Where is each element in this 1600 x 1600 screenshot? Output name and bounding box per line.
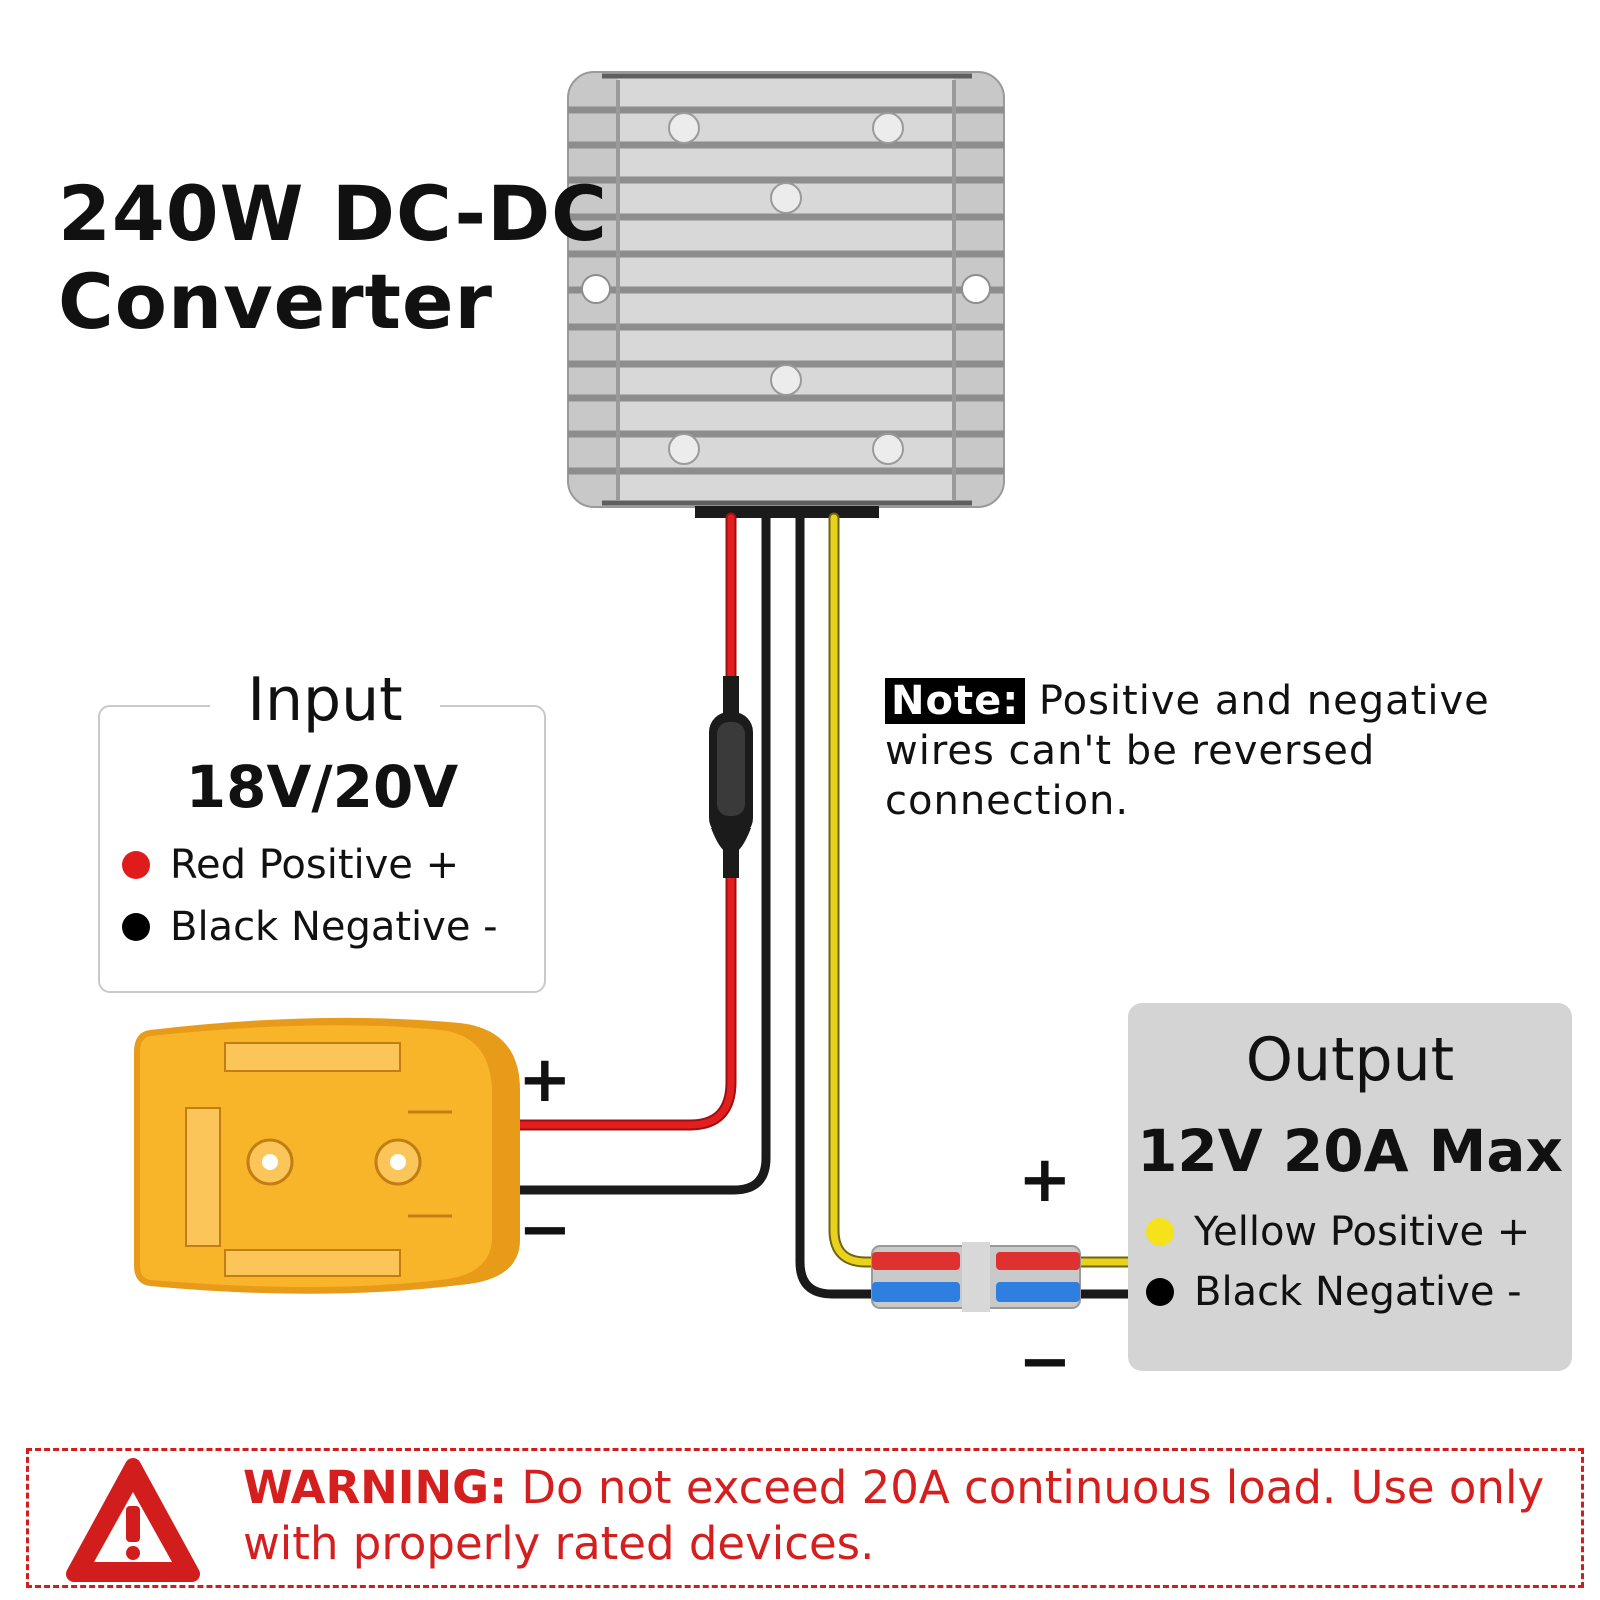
polarity-note: Note: Positive and negative wires can't … [885, 676, 1575, 826]
note-text: Positive and negative wires can't be rev… [885, 678, 1490, 824]
black-dot-icon [1146, 1278, 1174, 1306]
input-voltage: 18V/20V [185, 753, 459, 821]
adapter-minus-sign: − [518, 1193, 572, 1267]
product-title-line-1: 240W DC-DC [58, 169, 608, 258]
warning-label: WARNING: [243, 1461, 508, 1514]
output-plus-sign: + [1018, 1143, 1072, 1217]
output-negative-wire [795, 513, 1135, 1299]
screw-heads [668, 112, 904, 465]
output-positive-wire [828, 512, 1136, 1268]
input-legend-positive: Red Positive + [122, 840, 459, 890]
warning-triangle-icon [66, 1458, 200, 1582]
output-legend-negative: Black Negative - [1146, 1267, 1522, 1317]
output-legend-negative-label: Black Negative - [1194, 1269, 1522, 1315]
warning-banner [26, 1448, 1584, 1588]
output-spec-panel [1128, 1003, 1572, 1371]
dc-dc-converter [567, 71, 1005, 518]
input-legend-negative-label: Black Negative - [170, 904, 498, 950]
adapter-plus-sign: + [518, 1043, 572, 1117]
note-label: Note: [885, 678, 1026, 724]
input-legend-positive-label: Red Positive + [170, 842, 460, 888]
output-spec: 12V 20A Max [1137, 1117, 1563, 1185]
input-title: Input [210, 664, 440, 736]
warning-message: WARNING: Do not exceed 20A continuous lo… [243, 1460, 1563, 1572]
output-minus-sign: − [1018, 1325, 1072, 1399]
lever-wire-connector [871, 1242, 1081, 1312]
battery-adapter [134, 1017, 520, 1294]
input-negative-wire [503, 513, 771, 1195]
black-dot-icon [122, 913, 150, 941]
mount-hole-right [961, 274, 991, 304]
output-title: Output [1245, 1025, 1455, 1095]
wire-exit-block [695, 506, 879, 518]
product-title-line-2: Converter [58, 257, 494, 346]
wires [502, 512, 1136, 1299]
output-legend-positive-label: Yellow Positive + [1194, 1209, 1531, 1255]
red-dot-icon [122, 851, 150, 879]
inline-fuse-holder [709, 676, 753, 878]
warning-text: Do not exceed 20A continuous load. Use o… [243, 1461, 1545, 1570]
mount-hole-left [581, 274, 611, 304]
yellow-dot-icon [1146, 1218, 1174, 1246]
output-legend-positive: Yellow Positive + [1146, 1207, 1530, 1257]
input-legend-negative: Black Negative - [122, 902, 498, 952]
product-title: 240W DC-DC Converter [58, 170, 608, 346]
